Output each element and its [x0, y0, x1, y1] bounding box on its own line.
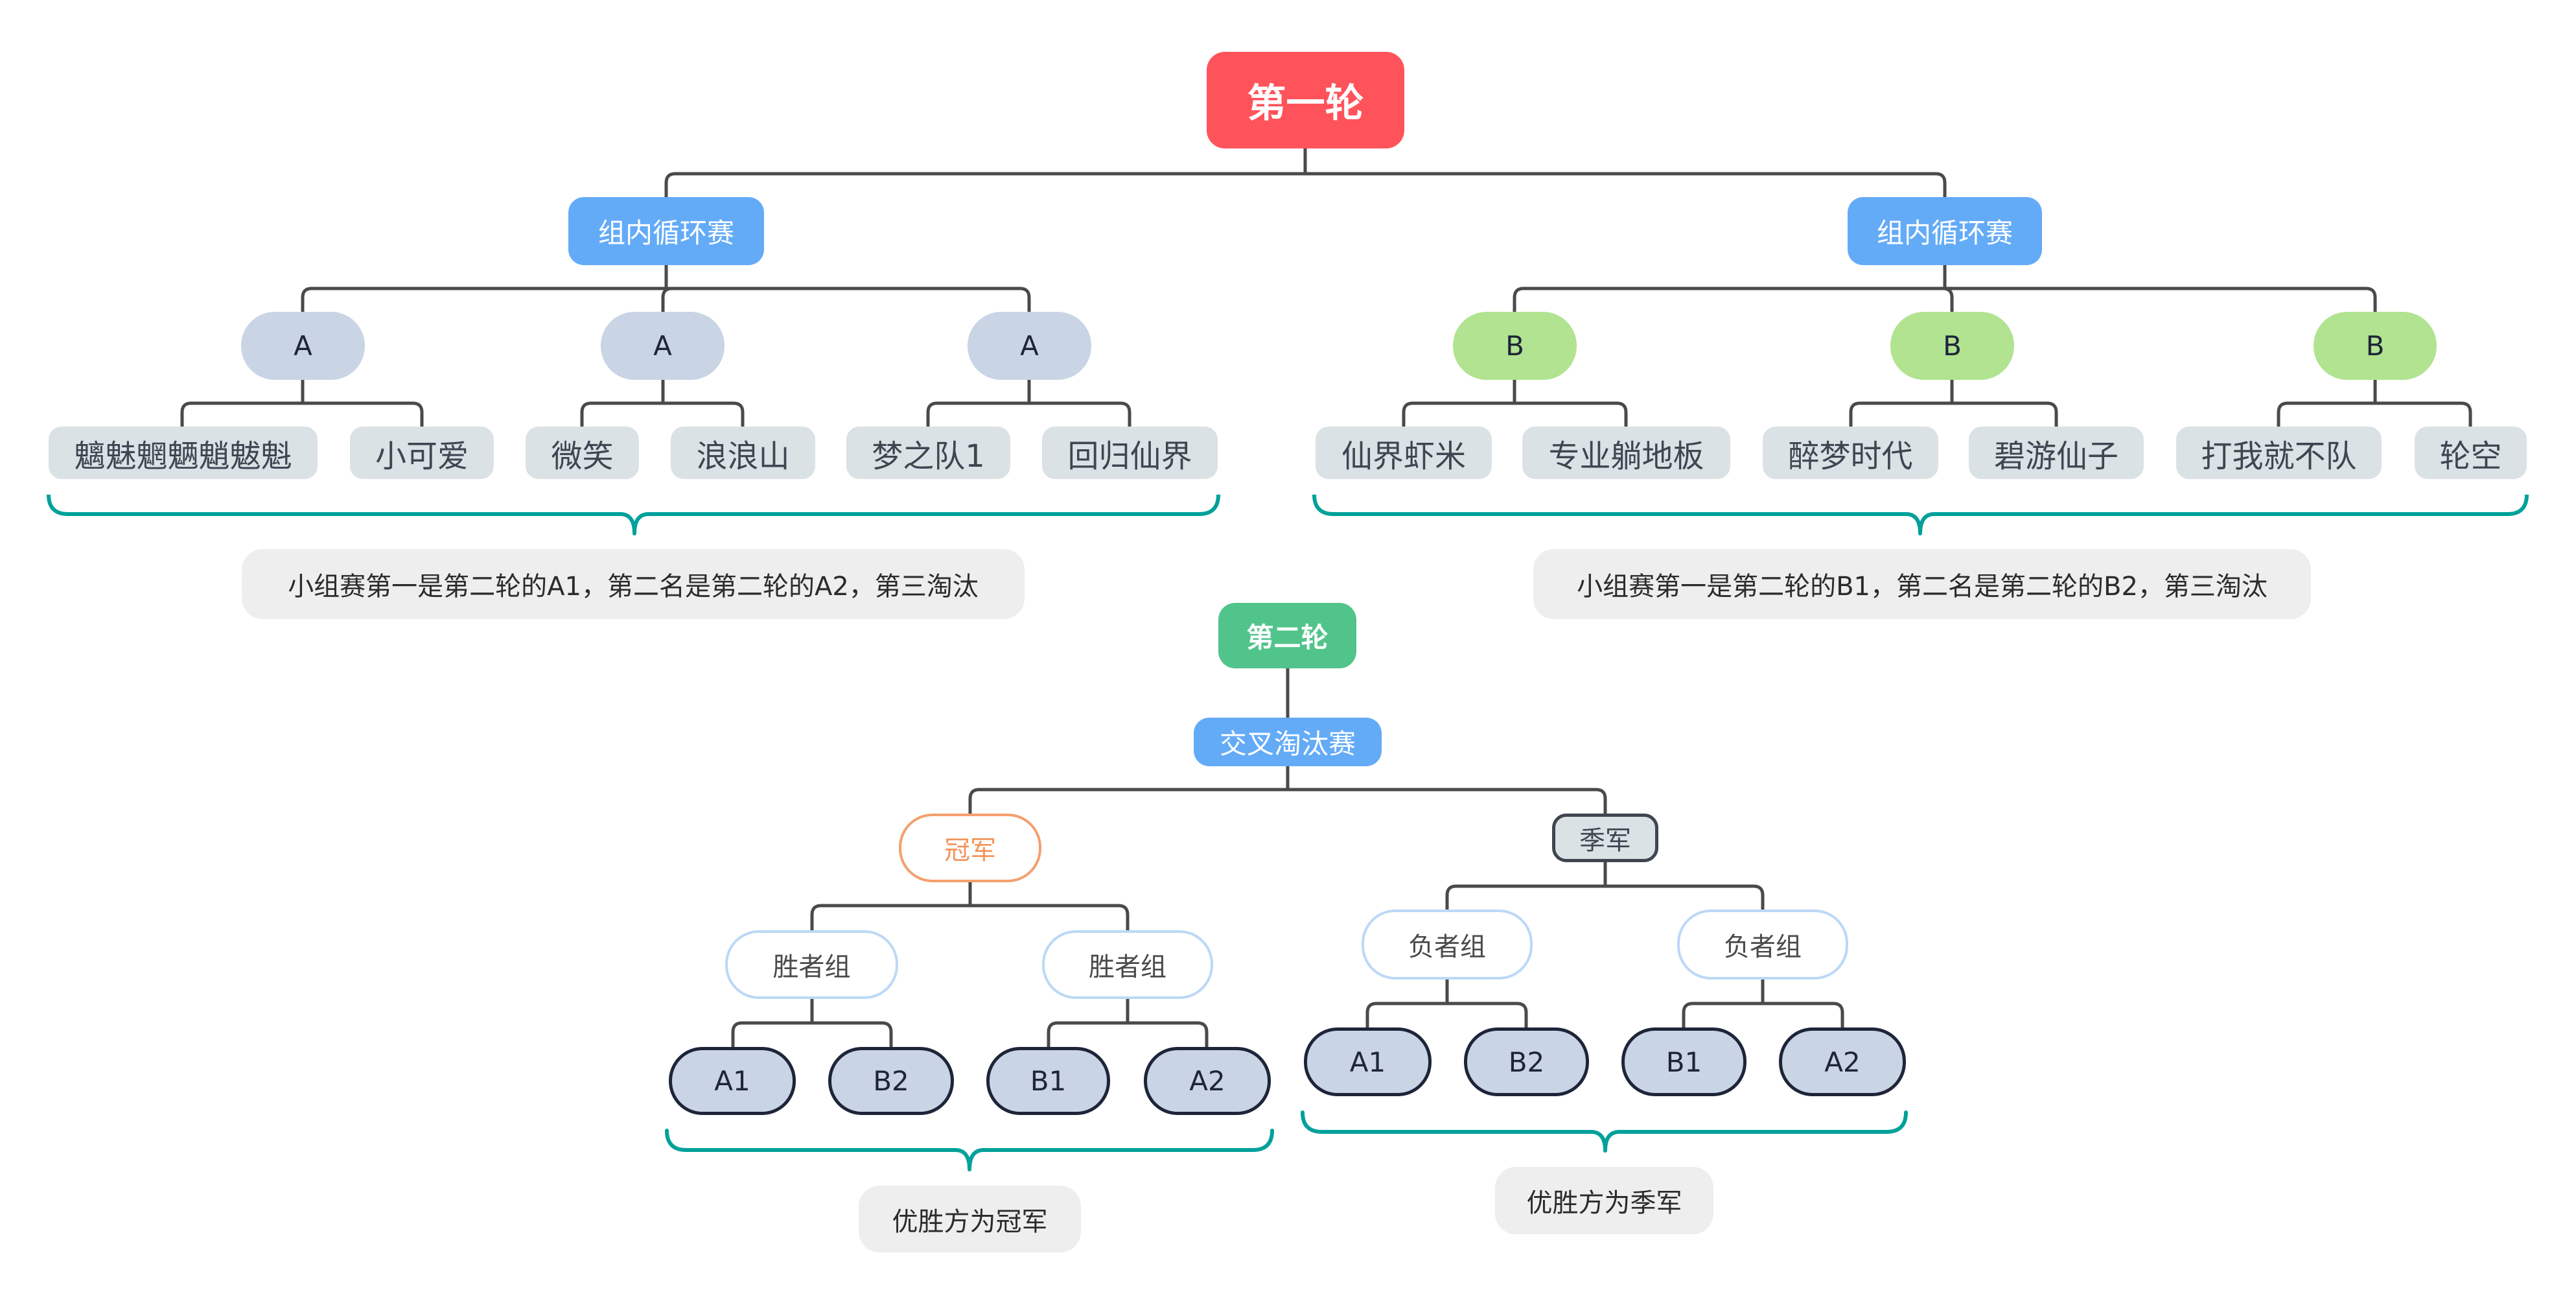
round1-root-node[interactable]: 第一轮: [1207, 52, 1404, 148]
connector-winners: [812, 1021, 893, 1047]
seed-slot-node[interactable]: B1: [986, 1047, 1110, 1115]
team-node[interactable]: 仙界虾米: [1316, 427, 1492, 479]
team-node[interactable]: 魑魅魍魉魈魃魁: [49, 427, 318, 479]
round1-stage-node-a[interactable]: 组内循环赛: [568, 197, 764, 265]
connector-stage-b: [1513, 287, 1945, 312]
connector-losers: [1763, 1002, 1844, 1027]
connector-stage-round2: [1288, 788, 1607, 814]
team-node[interactable]: 轮空: [2415, 427, 2527, 479]
connector-stage-a: [301, 287, 666, 312]
team-node[interactable]: 打我就不队: [2176, 427, 2382, 479]
round2-root-node[interactable]: 第二轮: [1218, 603, 1356, 668]
group-node-b3[interactable]: B: [2314, 312, 2437, 380]
connector-root: [664, 172, 1305, 197]
summary-note-group-b[interactable]: 小组赛第一是第二轮的B1，第二名是第二轮的B2，第三淘汰: [1533, 549, 2311, 619]
connector-winners: [1128, 1021, 1209, 1047]
round2-stage-node[interactable]: 交叉淘汰赛: [1194, 718, 1382, 766]
summary-brace-third: [1301, 1110, 1908, 1153]
connector-stage-b: [1945, 287, 2377, 312]
summary-note-champion[interactable]: 优胜方为冠军: [859, 1186, 1081, 1252]
connector-winners: [1047, 1021, 1128, 1047]
connector-winners: [731, 1021, 812, 1047]
seed-slot-node[interactable]: B2: [828, 1047, 954, 1115]
group-node-a3[interactable]: A: [968, 312, 1091, 380]
connector-group: [580, 401, 663, 427]
team-node[interactable]: 微笑: [526, 427, 639, 479]
group-node-b1[interactable]: B: [1453, 312, 1577, 380]
team-node[interactable]: 回归仙界: [1042, 427, 1218, 479]
champion-node[interactable]: 冠军: [899, 814, 1041, 882]
connector-group: [1402, 401, 1514, 427]
connector-third: [1605, 884, 1765, 910]
connector-losers: [1365, 1002, 1447, 1027]
seed-slot-node[interactable]: B2: [1464, 1027, 1589, 1096]
connector-group: [926, 401, 1029, 427]
connector-stage-a: [661, 287, 674, 312]
losers-group-node[interactable]: 负者组: [1677, 910, 1848, 980]
team-node[interactable]: 专业躺地板: [1522, 427, 1730, 479]
seed-slot-node[interactable]: A2: [1144, 1047, 1271, 1115]
connector-group: [180, 401, 303, 427]
connector-group: [2375, 401, 2472, 427]
connector-group: [2277, 401, 2375, 427]
connector-third: [1445, 884, 1605, 910]
connector-group: [1029, 401, 1131, 427]
seed-slot-node[interactable]: A1: [1304, 1027, 1432, 1096]
connector-group: [1514, 401, 1628, 427]
round1-stage-node-b[interactable]: 组内循环赛: [1848, 197, 2042, 265]
seed-slot-node[interactable]: A2: [1779, 1027, 1906, 1096]
team-node[interactable]: 梦之队1: [846, 427, 1010, 479]
team-node[interactable]: 醉梦时代: [1763, 427, 1938, 479]
summary-brace-a: [47, 494, 1220, 535]
team-node[interactable]: 浪浪山: [671, 427, 815, 479]
connector-losers: [1682, 1002, 1763, 1027]
connector-group: [1849, 401, 1952, 427]
seed-slot-node[interactable]: B1: [1621, 1027, 1746, 1096]
summary-note-third-place[interactable]: 优胜方为季军: [1495, 1167, 1713, 1234]
summary-brace-b: [1312, 494, 2529, 535]
group-node-a2[interactable]: A: [601, 312, 725, 380]
summary-note-group-a[interactable]: 小组赛第一是第二轮的A1，第二名是第二轮的A2，第三淘汰: [242, 549, 1025, 619]
winners-group-node[interactable]: 胜者组: [725, 930, 898, 999]
summary-brace-champion: [665, 1129, 1274, 1171]
connector-group: [303, 401, 424, 427]
seed-slot-node[interactable]: A1: [669, 1047, 796, 1115]
connector-group: [663, 401, 745, 427]
connector-group: [1952, 401, 2058, 427]
winners-group-node[interactable]: 胜者组: [1042, 930, 1213, 999]
team-node[interactable]: 小可爱: [350, 427, 494, 479]
connector-champion: [970, 904, 1130, 930]
connector-stage-round2: [968, 788, 1288, 814]
third-place-node[interactable]: 季军: [1552, 814, 1658, 862]
connector-root: [1305, 172, 1947, 197]
group-node-a1[interactable]: A: [241, 312, 365, 380]
group-node-b2[interactable]: B: [1890, 312, 2014, 380]
team-node[interactable]: 碧游仙子: [1969, 427, 2144, 479]
losers-group-node[interactable]: 负者组: [1362, 910, 1533, 980]
connector-stage-a: [666, 287, 1031, 312]
connector-losers: [1447, 1002, 1528, 1027]
connector-stage-b: [1941, 287, 1954, 312]
connector-champion: [810, 904, 970, 930]
